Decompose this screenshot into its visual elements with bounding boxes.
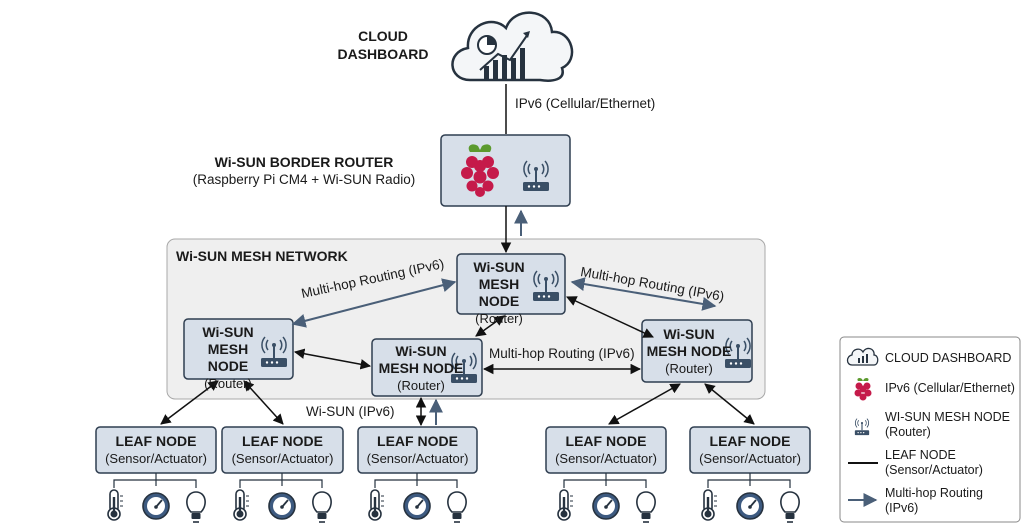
raspberry-pi-icon xyxy=(461,144,499,197)
gauge-icon xyxy=(403,492,431,520)
gauge-icon xyxy=(142,492,170,520)
legend-raspberry-icon xyxy=(854,377,872,401)
routing-label-center: Multi-hop Routing (IPv6) xyxy=(489,346,635,361)
lightbulb-icon xyxy=(447,491,467,523)
legend-label-routing: Multi-hop Routing (IPv6) xyxy=(885,486,983,515)
border-router-box xyxy=(440,134,571,207)
leaf-node-3-label: LEAF NODE(Sensor/Actuator) xyxy=(366,433,469,466)
gauge-icon xyxy=(268,492,296,520)
uplink-label: IPv6 (Cellular/Ethernet) xyxy=(515,96,656,111)
lightbulb-icon xyxy=(636,491,656,523)
gauge-icon xyxy=(736,492,764,520)
lightbulb-icon xyxy=(312,491,332,523)
cloud-dashboard-title: CLOUD DASHBOARD xyxy=(337,28,429,62)
thermometer-icon xyxy=(368,489,384,521)
legend-cloud-icon xyxy=(846,347,879,366)
legend-label-leaf-node: LEAF NODE (Sensor/Actuator) xyxy=(885,448,983,477)
leaf-node-2-label: LEAF NODE(Sensor/Actuator) xyxy=(231,433,334,466)
legend-label-cloud: CLOUD DASHBOARD xyxy=(885,351,1012,365)
border-router-title: Wi-SUN BORDER ROUTER (Raspberry Pi CM4 +… xyxy=(192,154,416,187)
legend-label-mesh-node: WI-SUN MESH NODE (Router) xyxy=(885,410,1010,439)
cloud-chart-icon xyxy=(451,11,574,82)
lightbulb-icon xyxy=(186,491,206,523)
mesh-node-right xyxy=(641,319,753,383)
legend-box xyxy=(839,336,1021,523)
leaf-node-4-label: LEAF NODE(Sensor/Actuator) xyxy=(555,433,657,466)
wisun-label: Wi-SUN (IPv6) xyxy=(306,404,395,419)
thermometer-icon xyxy=(107,489,123,521)
thermometer-icon xyxy=(233,489,249,521)
leaf-node-5-label: LEAF NODE(Sensor/Actuator) xyxy=(699,433,801,466)
mesh-network-title: Wi-SUN MESH NETWORK xyxy=(176,248,348,264)
lightbulb-icon xyxy=(780,491,800,523)
legend-label-ipv6: IPv6 (Cellular/Ethernet) xyxy=(885,381,1015,395)
gauge-icon xyxy=(592,492,620,520)
thermometer-icon xyxy=(701,489,717,521)
leaf-node-1-label: LEAF NODE(Sensor/Actuator) xyxy=(105,433,207,466)
thermometer-icon xyxy=(557,489,573,521)
